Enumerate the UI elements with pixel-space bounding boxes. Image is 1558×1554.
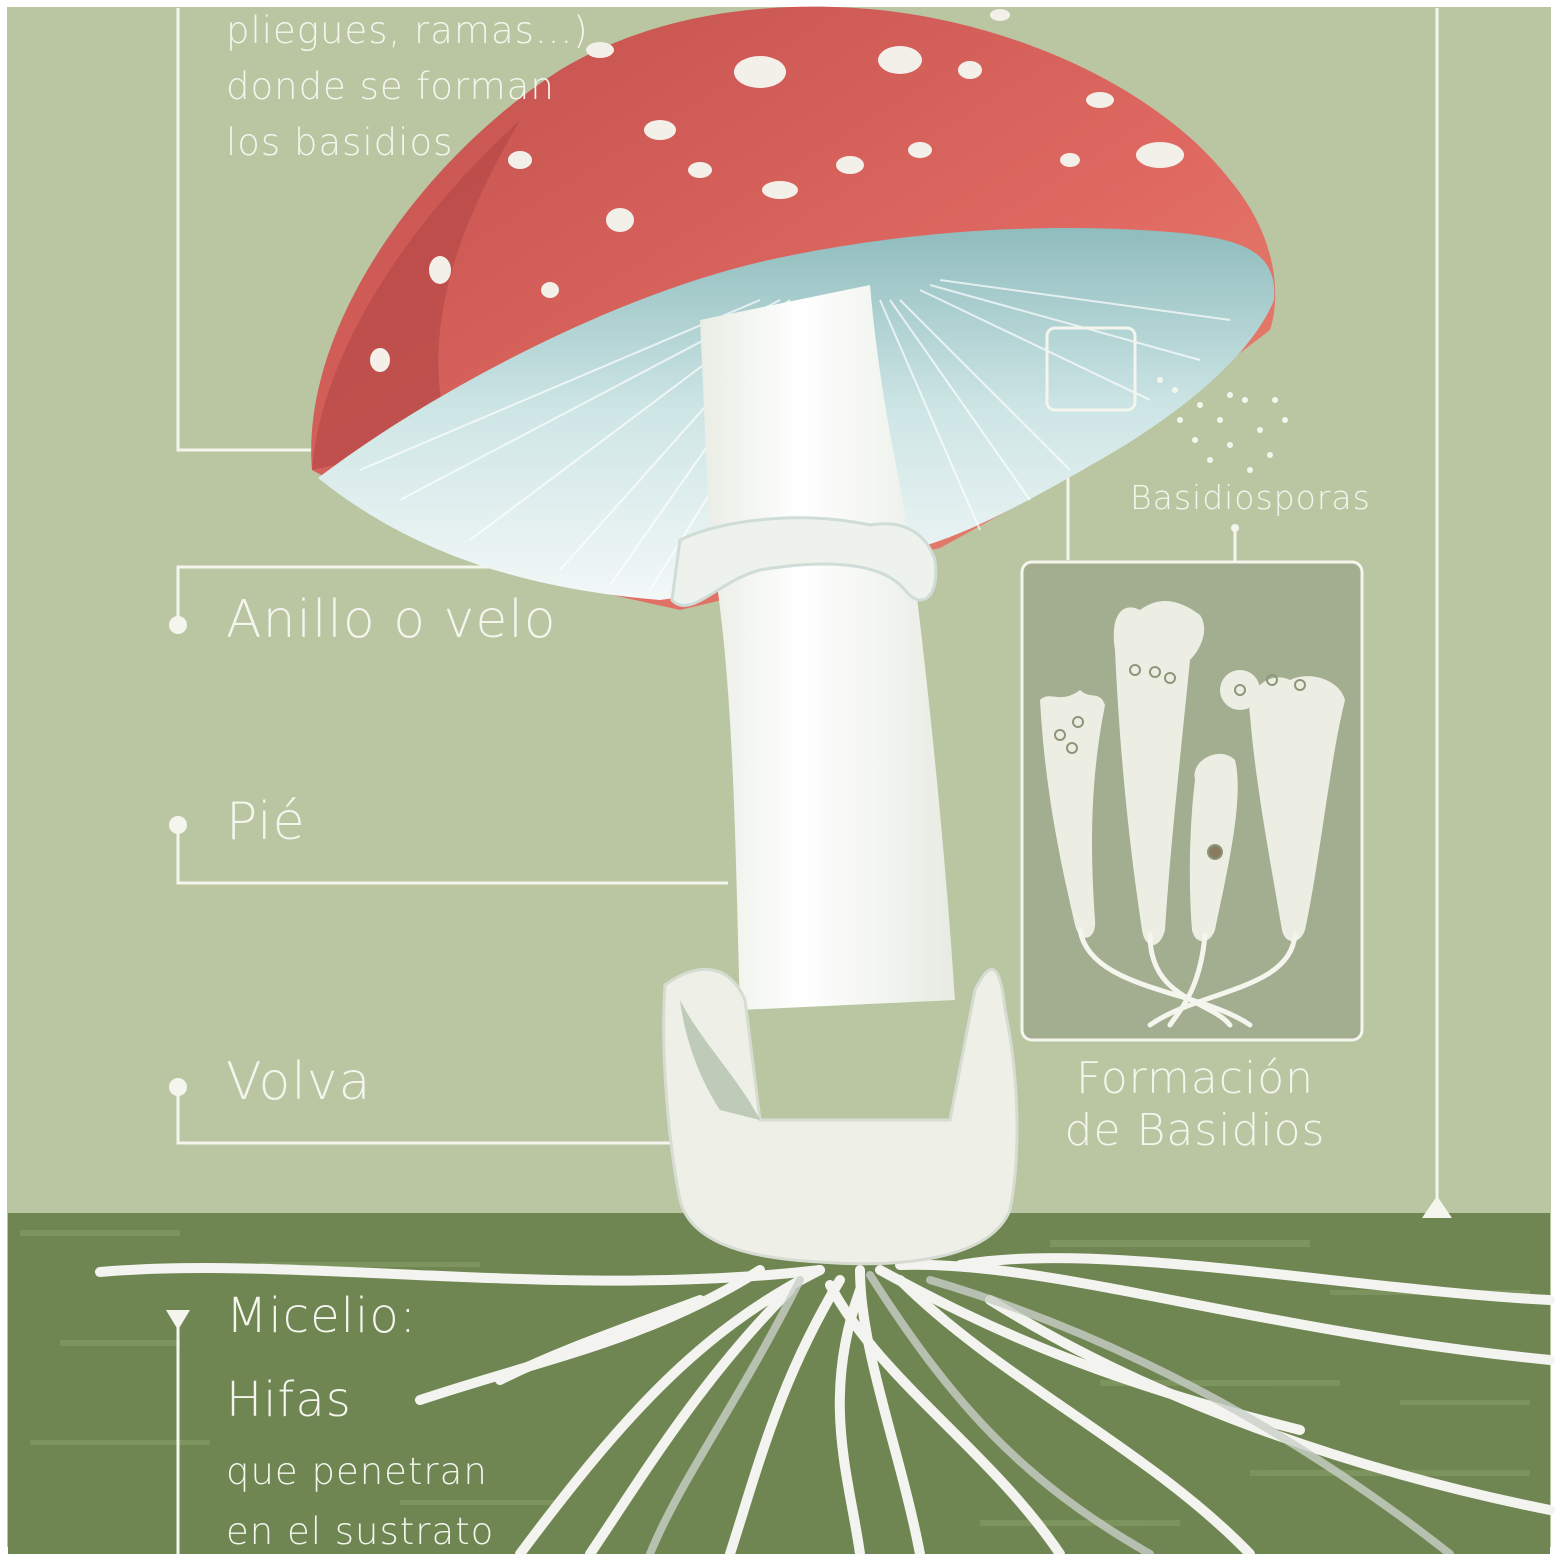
label-mycelium: Micelio: xyxy=(226,1288,417,1344)
label-gills-line3: los basidios xyxy=(226,114,453,171)
label-basidia-formation: Formación de Basidios xyxy=(1030,1053,1360,1157)
label-basidia-formation-line1: Formación xyxy=(1030,1053,1360,1105)
label-basidia-formation-line2: de Basidios xyxy=(1030,1105,1360,1157)
basidia-inset xyxy=(1022,562,1362,1040)
label-basidiospores: Basidiosporas xyxy=(1130,478,1371,517)
label-ring: Anillo o velo xyxy=(226,590,557,650)
label-gills-line1: pliegues, ramas...) xyxy=(226,2,589,59)
label-hyphae-desc-line1: que penetran xyxy=(226,1450,488,1493)
label-volva: Volva xyxy=(226,1052,371,1112)
label-stipe: Pié xyxy=(226,792,306,852)
label-gills-line2: donde se forman xyxy=(226,58,555,115)
label-hyphae-desc-line2: en el sustrato xyxy=(226,1510,494,1553)
label-hyphae: Hifas xyxy=(226,1372,352,1428)
